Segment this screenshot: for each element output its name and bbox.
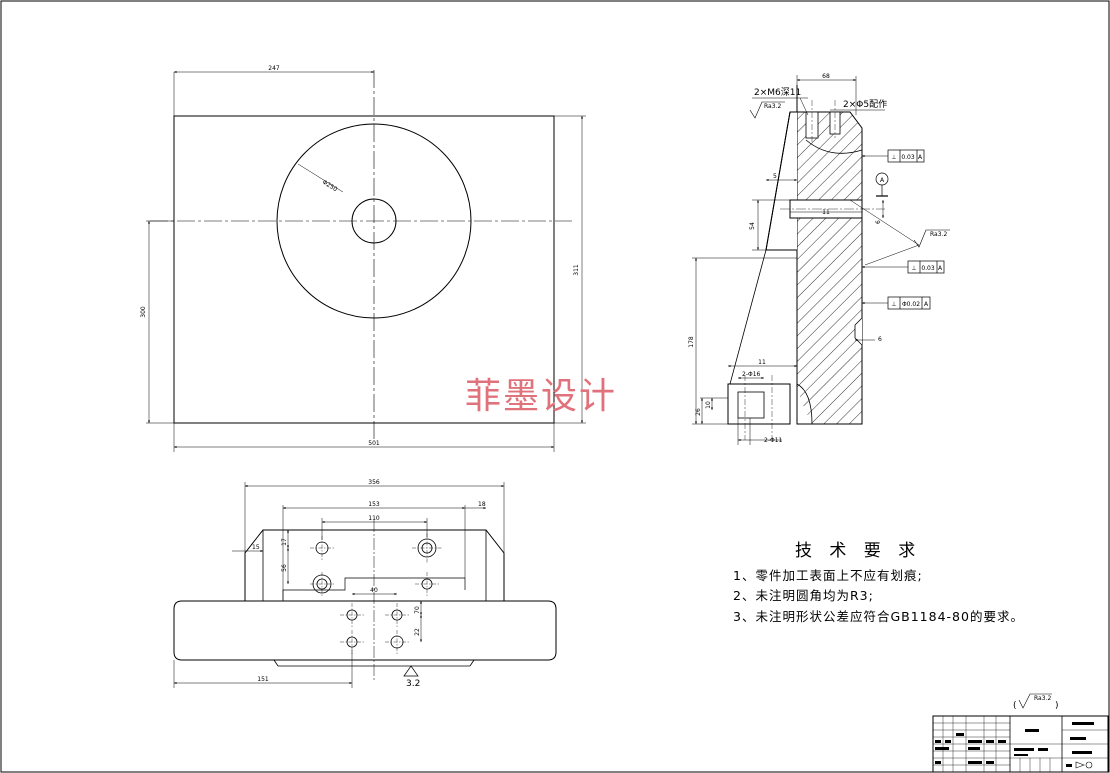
- svg-text:A: A: [924, 301, 929, 308]
- tolerance-frame-1: ⊥ 0.03 A: [862, 149, 925, 163]
- tolerance-frame-2: ⊥ 0.03 A: [862, 260, 945, 274]
- svg-text:(: (: [1013, 701, 1017, 711]
- section-dim-54: 54: [749, 222, 756, 230]
- top-view-dim-top: 247: [268, 65, 280, 72]
- section-roughness-right: Ra3.2: [930, 231, 947, 238]
- front-base-plate: [173, 600, 557, 661]
- svg-text:): ): [1055, 701, 1059, 711]
- roughness-note: ( Ra3.2 ): [1013, 693, 1059, 711]
- section-dim-hole: 2-Φ16: [742, 371, 761, 378]
- section-dim-11b: 11: [758, 359, 766, 366]
- svg-text:⊥: ⊥: [891, 301, 896, 308]
- tech-req-item-2: 2、未注明圆角均为R3;: [733, 588, 874, 603]
- front-dim-56: 56: [281, 564, 288, 572]
- section-body-outline: [796, 111, 863, 425]
- front-dim-153: 153: [368, 501, 380, 508]
- top-view-dim-right: 311: [573, 264, 580, 276]
- svg-text:A: A: [880, 177, 885, 184]
- section-dim-178: 178: [688, 336, 695, 348]
- tolerance-frame-3: ⊥ Φ0.02 A: [862, 296, 931, 310]
- section-view: 2×M6深11 2×Φ5配作 Ra3.2 68 ⊥ 0.03 A ⊥ 0.03: [688, 73, 950, 445]
- svg-text:0.03: 0.03: [921, 265, 935, 272]
- svg-text:3.2: 3.2: [406, 679, 420, 689]
- tech-req-item-1: 1、零件加工表面上不应有划痕;: [733, 568, 923, 583]
- tech-req-item-3: 3、未注明形状公差应符合GB1184-80的要求。: [733, 609, 1024, 624]
- watermark-text: 菲墨设计: [465, 376, 617, 417]
- front-dim-top: 356: [368, 479, 380, 486]
- top-view: 247 Φ250 300 311 501: [140, 65, 586, 452]
- technical-requirements: 技 术 要 求 1、零件加工表面上不应有划痕; 2、未注明圆角均为R3; 3、未…: [733, 541, 1024, 624]
- section-thread-note: 2×M6深11: [754, 87, 801, 98]
- front-dim-70: 70: [414, 606, 421, 614]
- section-dim-slot: 6: [875, 220, 882, 224]
- svg-text:0.03: 0.03: [901, 154, 915, 161]
- svg-text:A: A: [938, 265, 943, 272]
- front-dim-bottom: 151: [257, 676, 269, 683]
- section-dim-small1: 26: [695, 408, 702, 416]
- front-dim-110: 110: [368, 515, 380, 522]
- top-view-dim-left: 300: [140, 306, 147, 318]
- section-dim-bottom: 2-Φ11: [764, 437, 783, 444]
- section-dim-small2: 10: [705, 401, 712, 409]
- svg-text:Ra3.2: Ra3.2: [1034, 695, 1051, 702]
- section-dim-top: 68: [822, 73, 830, 80]
- section-dim-5: 5: [773, 173, 777, 180]
- top-view-plate-outline: [173, 115, 555, 424]
- front-roughness-symbol: 3.2: [403, 665, 420, 689]
- top-view-dim-circle: Φ250: [321, 179, 339, 194]
- section-pin-note: 2×Φ5配作: [843, 98, 887, 110]
- front-dim-40: 40: [370, 587, 378, 594]
- section-dim-6: 6: [878, 336, 882, 343]
- front-dim-22: 22: [414, 628, 421, 636]
- front-dim-18: 18: [478, 501, 486, 508]
- svg-text:⊥: ⊥: [911, 265, 916, 272]
- title-block: [932, 715, 1109, 773]
- svg-text:Φ0.02: Φ0.02: [902, 301, 920, 308]
- datum-a-symbol: A: [875, 172, 889, 197]
- front-dim-17: 17: [281, 538, 288, 546]
- front-view: 356 153 110 18 15 17 56 40 70 22 151 3.2: [173, 479, 557, 689]
- section-roughness-top: Ra3.2: [764, 103, 781, 110]
- section-dim-11: 11: [822, 209, 830, 216]
- svg-text:A: A: [918, 154, 923, 161]
- svg-text:⊥: ⊥: [891, 154, 896, 161]
- tech-req-title: 技 术 要 求: [795, 541, 921, 561]
- top-view-dim-bottom: 501: [368, 440, 380, 447]
- front-upper-block: [244, 529, 505, 601]
- front-dim-left: 15: [252, 544, 260, 551]
